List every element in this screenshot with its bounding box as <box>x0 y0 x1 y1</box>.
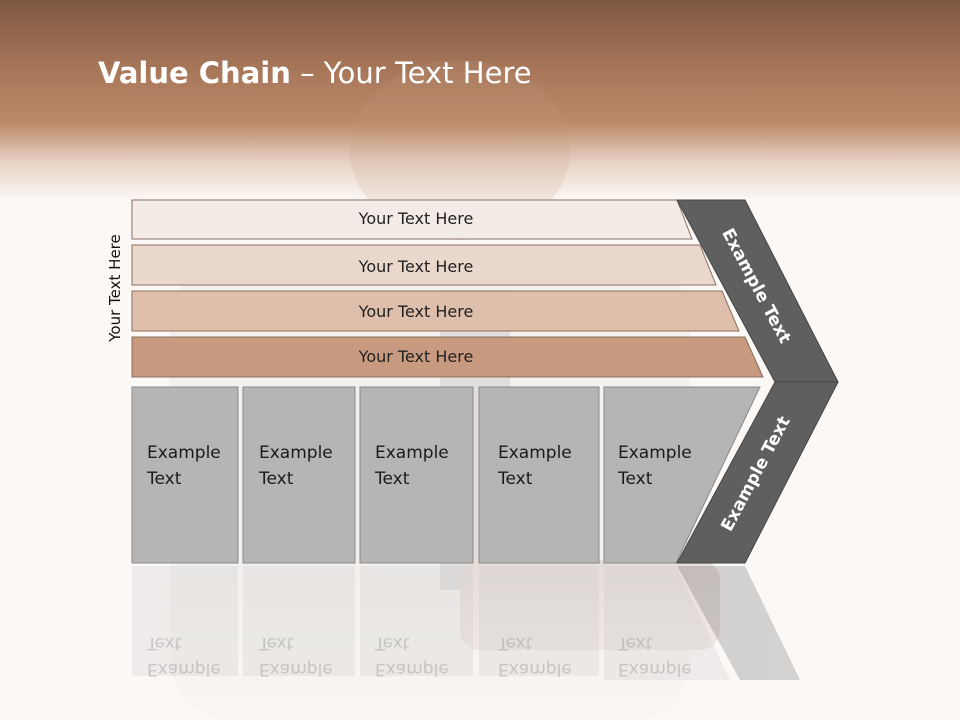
column-label-4-line1: Example <box>498 443 572 463</box>
column-reflection-1: Example Text <box>147 630 221 682</box>
bar-3 <box>131 290 740 332</box>
column-reflection-2-line1: Example <box>259 659 333 679</box>
column-reflection-1-line2: Text <box>147 633 182 653</box>
column-label-1-line1: Example <box>147 443 221 463</box>
bar-label-2: Your Text Here <box>358 257 474 276</box>
bar-4 <box>131 336 764 378</box>
column-reflection-5-line2: Text <box>618 633 653 653</box>
column-label-5-line1: Example <box>618 443 692 463</box>
column-reflection-1-line1: Example <box>147 659 221 679</box>
column-label-1-line2: Text <box>147 469 182 489</box>
column-reflection-5-line1: Example <box>618 659 692 679</box>
column-label-5: Example Text <box>618 440 692 492</box>
bar-label-4: Your Text Here <box>358 347 474 366</box>
title-bold: Value Chain <box>98 56 291 90</box>
title-rest: – Your Text Here <box>290 56 532 90</box>
reflection <box>132 566 800 680</box>
bar-1 <box>131 199 693 240</box>
column-label-3-line2: Text <box>375 469 410 489</box>
column-label-2-line1: Example <box>259 443 333 463</box>
column-label-2-line2: Text <box>259 469 294 489</box>
column-3 <box>359 386 474 564</box>
column-label-5-line2: Text <box>618 469 653 489</box>
column-5 <box>603 386 761 564</box>
column-label-3: Example Text <box>375 440 449 492</box>
chevron-lower <box>676 381 839 564</box>
column-label-1: Example Text <box>147 440 221 492</box>
column-reflection-4-line1: Example <box>498 659 572 679</box>
column-reflection-4-line2: Text <box>498 633 533 653</box>
column-reflection-2: Example Text <box>259 630 333 682</box>
page-title: Value Chain – Your Text Here <box>98 56 532 90</box>
column-label-4: Example Text <box>498 440 572 492</box>
column-label-4-line2: Text <box>498 469 533 489</box>
column-label-2: Example Text <box>259 440 333 492</box>
column-reflection-3-line1: Example <box>375 659 449 679</box>
column-reflection-5: Example Text <box>618 630 692 682</box>
column-4 <box>478 386 600 564</box>
bar-label-1: Your Text Here <box>358 209 474 228</box>
column-label-3-line1: Example <box>375 443 449 463</box>
column-reflection-2-line2: Text <box>259 633 294 653</box>
column-2 <box>242 386 356 564</box>
column-1 <box>131 386 239 564</box>
column-reflection-3-line2: Text <box>375 633 410 653</box>
column-reflection-4: Example Text <box>498 630 572 682</box>
bar-2 <box>131 244 717 286</box>
column-reflection-3: Example Text <box>375 630 449 682</box>
bar-label-3: Your Text Here <box>358 302 474 321</box>
